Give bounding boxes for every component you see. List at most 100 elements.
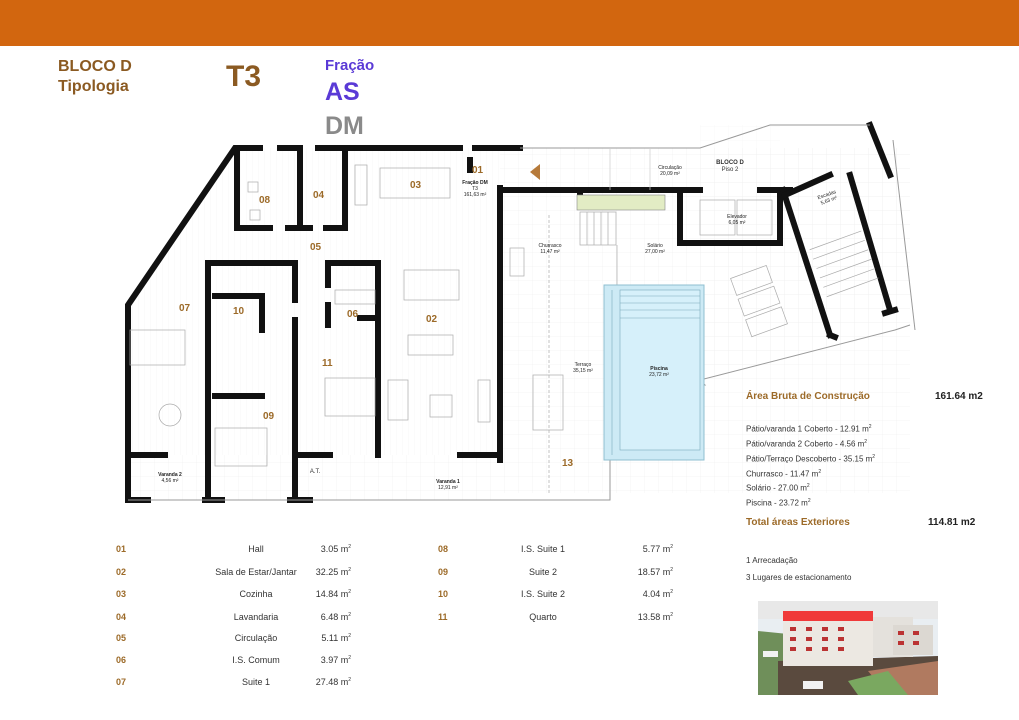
varanda1-plan-label: Varanda 1 12,91 m² (423, 479, 473, 491)
piscina-plan-label: Piscina 23,72 m² (634, 366, 684, 378)
room-row-number: 09 (438, 567, 449, 577)
exterior-area-item: Pátio/varanda 2 Coberto - 4.56 m2 (746, 438, 868, 449)
exterior-area-item: Piscina - 23.72 m2 (746, 498, 811, 508)
bloco-label: BLOCO D (58, 58, 132, 75)
exterior-area-item: Pátio/Terraço Descoberto - 35.15 m2 (746, 453, 876, 464)
piscina-area: 23,72 m² (649, 372, 669, 378)
terraco-name: Terraço (574, 362, 592, 368)
total-exterior-value: 114.81 m2 (928, 517, 976, 528)
room-row-area: 5.11 m2 (321, 633, 351, 643)
header-banner (0, 0, 1019, 46)
room-row-number: 04 (116, 612, 127, 622)
terraco-area: 35,15 m² (573, 368, 593, 374)
piso-plan-label: Piso 2 (721, 167, 739, 173)
room-row-area: 4.04 m2 (642, 589, 673, 599)
room-number-09: 09 (263, 411, 275, 422)
room-row-name: Sala de Estar/Jantar (215, 567, 297, 577)
room-row-name: Cozinha (239, 589, 273, 599)
room-row-area: 27.48 m2 (315, 677, 351, 687)
fracao-plan-label: Fração DM T3 161,63 m² (450, 180, 500, 198)
room-number-06: 06 (347, 309, 359, 320)
building-render-illustration (758, 601, 938, 695)
fracao-as: AS (325, 78, 360, 106)
solario-name: Solário (647, 243, 663, 249)
varanda1-area: 12,91 m² (438, 485, 458, 491)
arrecadacao-text: 1 Arrecadação (746, 556, 798, 565)
room-row-name: Quarto (529, 612, 557, 622)
estacionamento-text: 3 Lugares de estacionamento (746, 573, 852, 582)
fracao-plan-tipo: T3 (472, 186, 478, 192)
room-number-02: 02 (426, 314, 438, 325)
bloco-plan-name: BLOCO D (716, 160, 744, 166)
area-bruta-value: 161.64 m2 (935, 391, 983, 402)
room-row-name: Suite 1 (241, 677, 271, 687)
elevador-plan-label: Elevador 6,05 m² (712, 214, 762, 226)
room-row-name: Lavandaria (233, 612, 279, 622)
room-row-number: 01 (116, 544, 127, 554)
room-number-04: 04 (313, 190, 325, 201)
room-row-number: 10 (438, 589, 449, 599)
room-row-number: 08 (438, 544, 449, 554)
room-row-number: 06 (116, 655, 127, 665)
at-plan-label: A.T. (309, 469, 321, 475)
piscina-name: Piscina (650, 366, 668, 372)
escadas-plan-label: Escadas 5,63 m² (807, 186, 849, 211)
fracao-label: Fração (325, 57, 375, 74)
room-row-name: Circulação (234, 633, 278, 643)
bloco-heading: BLOCO D Tipologia (58, 57, 132, 97)
churrasco-area: 11,47 m² (540, 249, 560, 255)
exterior-area-item: Solário - 27.00 m2 (746, 483, 810, 494)
solario-plan-label: Solário 27,00 m² (630, 243, 680, 255)
room-row-area: 5.77 m2 (642, 544, 673, 554)
room-number-03: 03 (410, 180, 422, 191)
terraco-plan-label: Terraço 35,15 m² (558, 362, 608, 374)
room-row-area: 3.97 m2 (320, 655, 351, 665)
room-row-area: 13.58 m2 (637, 612, 673, 622)
room-row-number: 07 (116, 677, 127, 687)
escadas-name: Escadas (816, 189, 838, 202)
room-number-07: 07 (179, 303, 191, 314)
circulacao-name: Circulação (658, 165, 682, 171)
room-number-05: 05 (310, 242, 322, 253)
room-row-area: 32.25 m2 (315, 567, 351, 577)
fracao-dm: DM (325, 112, 364, 140)
circulacao-plan-label: Circulação 20,09 m² (645, 165, 695, 177)
elevador-name: Elevador (727, 214, 747, 220)
room-row-number: 02 (116, 567, 127, 577)
escadas-area: 5,63 m² (820, 195, 839, 207)
fracao-plan-name: Fração DM (462, 180, 488, 186)
varanda2-name: Varanda 2 (158, 472, 182, 478)
churrasco-plan-label: Churrasco 11,47 m² (525, 243, 575, 255)
varanda1-name: Varanda 1 (436, 479, 460, 485)
room-row-name: Suite 2 (528, 567, 558, 577)
room-row-name: Hall (248, 544, 264, 554)
area-bruta-label: Área Bruta de Construção (746, 391, 870, 402)
building-render-image (758, 601, 938, 695)
fracao-plan-area: 161,63 m² (463, 192, 487, 198)
room-row-area: 14.84 m2 (315, 589, 351, 599)
room-row-area: 18.57 m2 (637, 567, 673, 577)
room-row-name: I.S. Suite 2 (520, 589, 566, 599)
varanda2-plan-label: Varanda 2 4,56 m² (145, 472, 195, 484)
room-row-number: 11 (438, 612, 448, 622)
exterior-area-item: Pátio/varanda 1 Coberto - 12.91 m2 (746, 424, 872, 434)
elevador-area: 6,05 m² (728, 220, 746, 226)
total-exterior-label: Total áreas Exteriores (746, 517, 850, 528)
exterior-areas-list: Pátio/varanda 1 Coberto - 12.91 m2 Pátio… (746, 421, 875, 510)
room-row-name: I.S. Comum (232, 655, 280, 665)
exterior-area-item: Churrasco - 11.47 m2 (746, 468, 822, 479)
room-number-08: 08 (259, 195, 271, 206)
room-number-13: 13 (562, 458, 574, 469)
tipologia-value: T3 (226, 60, 262, 93)
room-number-10: 10 (233, 306, 245, 317)
room-row-number: 05 (116, 633, 127, 643)
room-row-area: 3.05 m2 (320, 544, 351, 554)
bloco-plan-label: BLOCO D Piso 2 (700, 160, 760, 174)
room-number-11: 11 (322, 358, 333, 369)
churrasco-name: Churrasco (538, 243, 562, 249)
varanda2-area: 4,56 m² (161, 478, 179, 484)
solario-area: 27,00 m² (645, 249, 665, 255)
tipologia-label: Tipologia (58, 78, 129, 95)
room-number-01: 01 (472, 165, 484, 176)
room-row-number: 03 (116, 589, 127, 599)
